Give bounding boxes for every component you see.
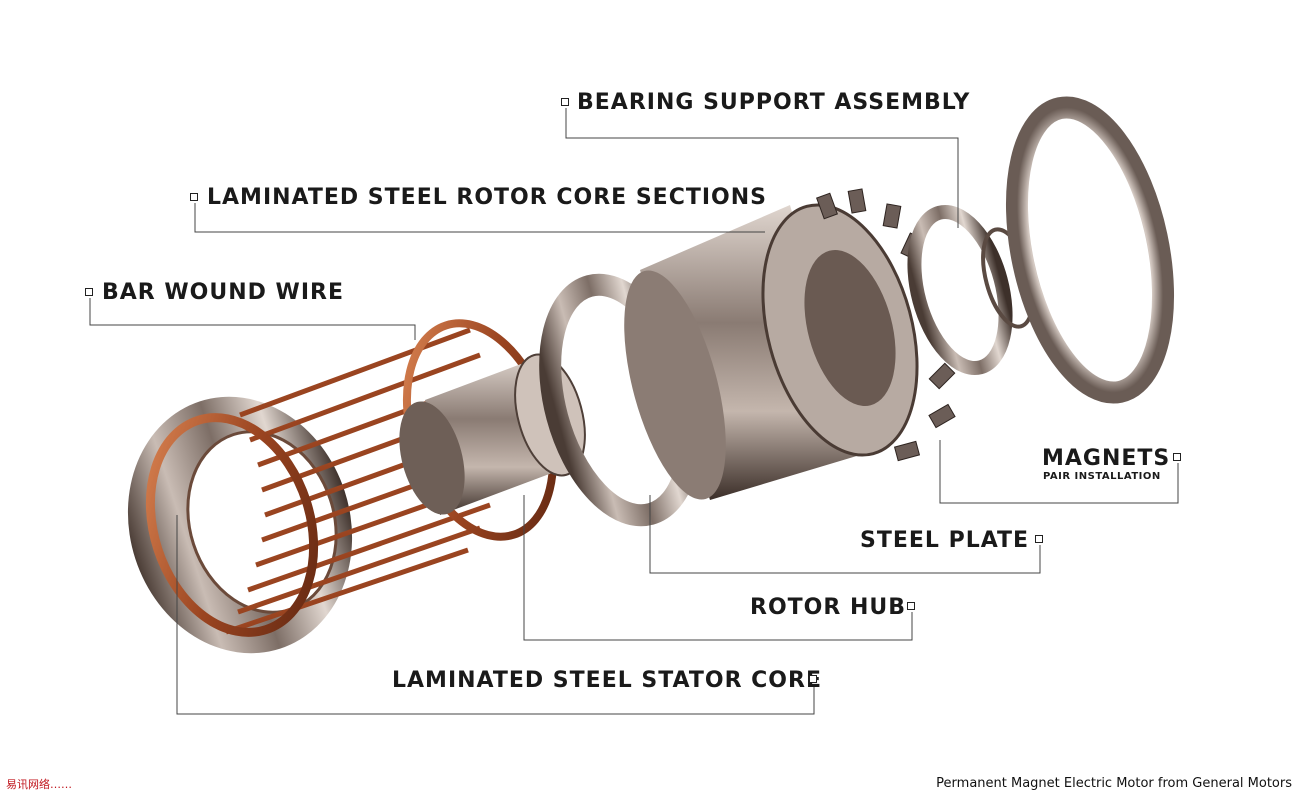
rotor-core-sections-label: LAMINATED STEEL ROTOR CORE SECTIONS xyxy=(207,185,767,210)
rotor-hub-marker xyxy=(907,602,915,610)
magnets-label: MAGNETS xyxy=(1042,446,1171,471)
stator-core-marker xyxy=(809,675,817,683)
steel-plate-label: STEEL PLATE xyxy=(860,528,1030,553)
watermark-text: 易讯网络…… xyxy=(6,778,72,791)
magnets-marker xyxy=(1173,453,1181,461)
leader-lines xyxy=(89,108,1179,715)
bar-wound-wire-label: BAR WOUND WIRE xyxy=(102,280,344,305)
steel-plate-marker xyxy=(1035,535,1043,543)
rotor-core-sections xyxy=(624,203,919,500)
caption: Permanent Magnet Electric Motor from Gen… xyxy=(936,776,1292,791)
stator-core-label: LAMINATED STEEL STATOR CORE xyxy=(392,668,822,693)
bar-wound-wire xyxy=(145,319,558,637)
bearing-support-assembly-marker xyxy=(561,98,569,106)
rotor-core-sections-marker xyxy=(190,193,198,201)
bar-wound-wire-marker xyxy=(85,288,93,296)
magnets-sublabel: PAIR INSTALLATION xyxy=(1043,471,1161,482)
bearing-support-assembly-label: BEARING SUPPORT ASSEMBLY xyxy=(577,90,971,115)
rotor-hub-label: ROTOR HUB xyxy=(750,595,906,620)
end-washer xyxy=(1005,96,1175,404)
